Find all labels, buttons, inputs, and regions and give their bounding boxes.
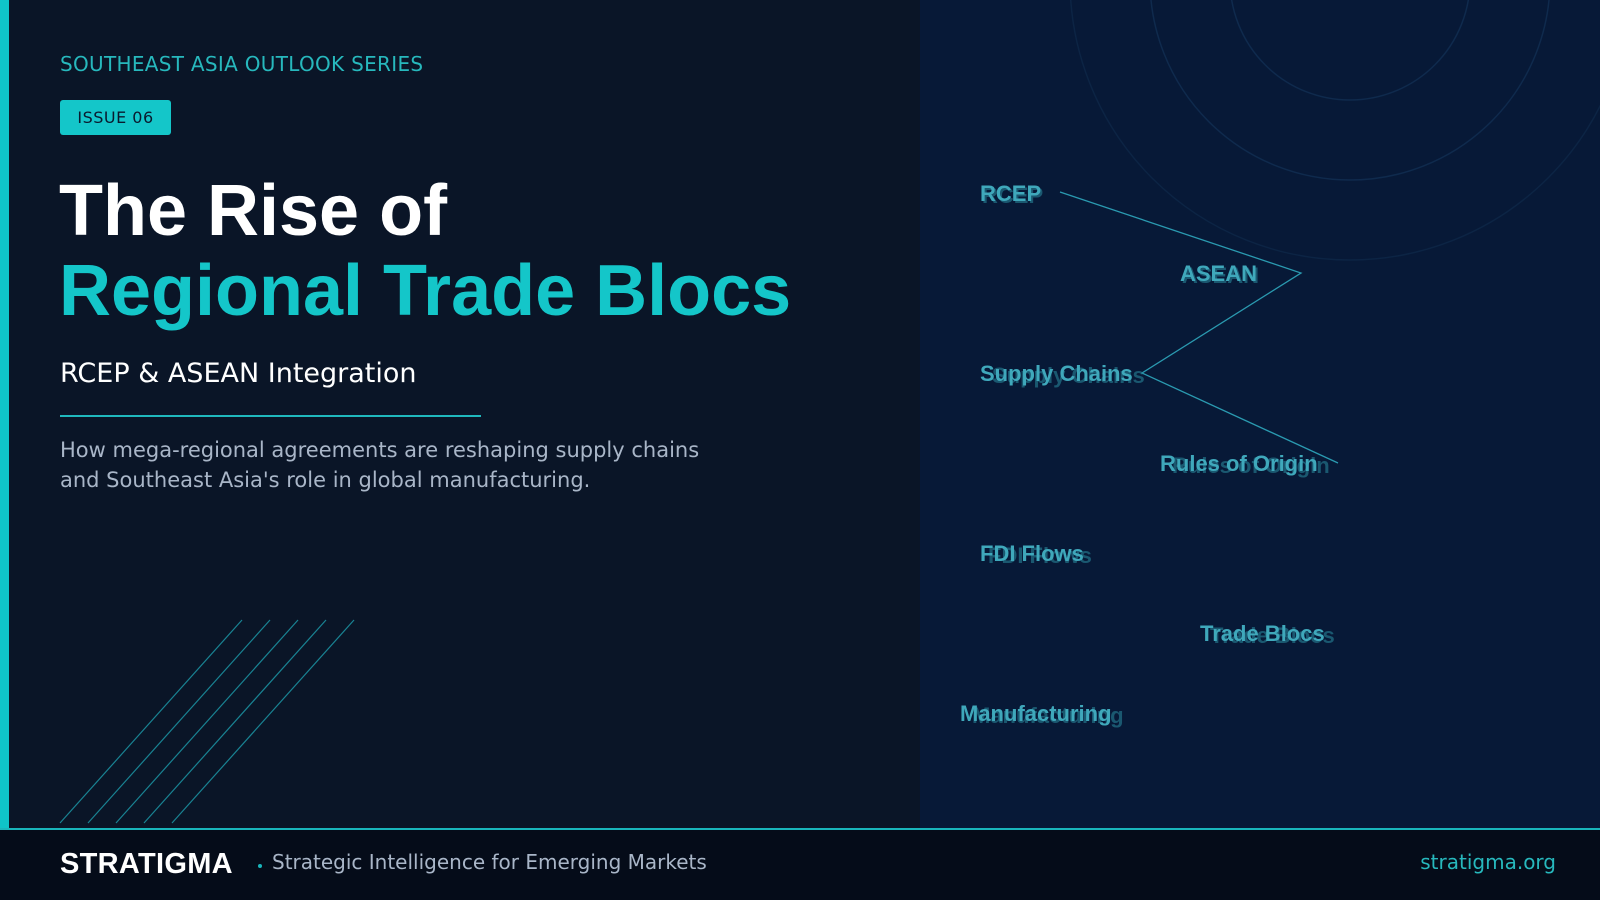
series-label: SOUTHEAST ASIA OUTLOOK SERIES <box>60 52 424 76</box>
left-panel <box>0 0 920 828</box>
keyword-trade-blocs-shadow: Trade Blocs <box>1210 623 1335 648</box>
keyword-rcep: RCEP <box>980 181 1041 206</box>
keyword-panel: RCEP RCEP ASEAN ASEAN Supply Chains Supp… <box>920 0 1600 828</box>
keyword-graph: RCEP RCEP ASEAN ASEAN Supply Chains Supp… <box>960 181 1339 728</box>
page-title-line1: The Rise of <box>59 171 448 251</box>
keyword-fdi-flows: FDI Flows <box>980 541 1084 566</box>
keyword-connector <box>1059 191 1339 464</box>
separator-dot <box>258 864 262 868</box>
decorative-stripes <box>59 619 355 824</box>
brand-tagline: Strategic Intelligence for Emerging Mark… <box>272 850 707 874</box>
keyword-rules-of-origin-shadow: Rules of Origin <box>1172 453 1330 478</box>
decorative-rings <box>1069 0 1600 261</box>
website-link[interactable]: stratigma.org <box>1420 850 1556 874</box>
keyword-supply-chains-shadow: Supply Chains <box>992 363 1145 388</box>
keyword-asean: ASEAN <box>1180 261 1257 286</box>
keyword-fdi-flows-shadow: FDI Flows <box>988 543 1092 568</box>
brand-logo: STRATIGMA <box>60 848 233 880</box>
description-line2: and Southeast Asia's role in global manu… <box>60 468 591 492</box>
keyword-rcep-shadow: RCEP <box>982 183 1043 208</box>
keyword-supply-chains: Supply Chains <box>980 361 1133 386</box>
keyword-asean-shadow: ASEAN <box>1182 263 1259 288</box>
keyword-rules-of-origin: Rules of Origin <box>1160 451 1318 476</box>
keyword-trade-blocs: Trade Blocs <box>1200 621 1325 646</box>
issue-badge: ISSUE 06 <box>60 100 171 135</box>
subtitle: RCEP & ASEAN Integration <box>60 358 417 389</box>
page-title-line2: Regional Trade Blocs <box>59 251 792 331</box>
keyword-manufacturing: Manufacturing <box>960 701 1112 726</box>
description-line1: How mega-regional agreements are reshapi… <box>60 438 700 462</box>
description: How mega-regional agreements are reshapi… <box>60 435 760 495</box>
title-divider <box>60 415 481 417</box>
footer-divider <box>0 828 1600 830</box>
keyword-manufacturing-shadow: Manufacturing <box>972 703 1124 728</box>
footer <box>0 828 1600 900</box>
accent-bar <box>0 0 9 828</box>
